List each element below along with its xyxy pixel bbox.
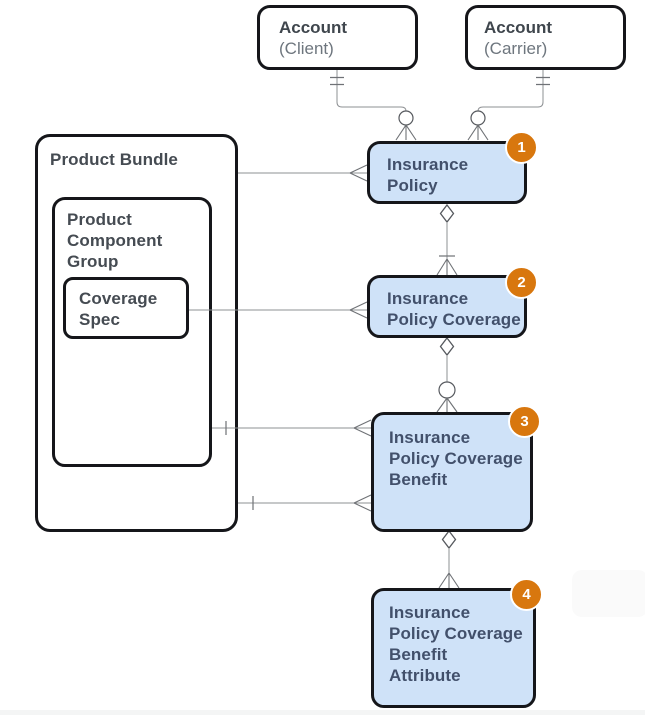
connector-policy-policycoverage bbox=[436, 203, 458, 276]
step-badge-3: 3 bbox=[508, 405, 541, 438]
entity-insurance-policy: Insurance Policy bbox=[367, 141, 527, 204]
crows-foot-icon bbox=[353, 419, 372, 437]
ghost-panel bbox=[572, 570, 645, 617]
entity-label: Coverage Spec bbox=[79, 289, 158, 329]
connector-coveragespec-policycoverage bbox=[189, 301, 368, 319]
connector-policycoverage-benefit bbox=[436, 336, 458, 413]
step-badge-2: 2 bbox=[505, 266, 538, 299]
entity-account-client: Account (Client) bbox=[257, 5, 418, 70]
connector-client-policy bbox=[330, 70, 417, 141]
one-one-ticks-icon bbox=[330, 76, 344, 86]
entity-label: Insurance Policy bbox=[387, 155, 469, 195]
connector-carrier-policy bbox=[467, 70, 550, 141]
diamond-icon bbox=[439, 336, 455, 357]
zero-circle-icon bbox=[470, 110, 486, 126]
step-badge-1: 1 bbox=[505, 131, 538, 164]
entity-subtitle: (Client) bbox=[279, 39, 334, 58]
zero-circle-icon bbox=[438, 381, 456, 399]
zero-circle-icon bbox=[398, 110, 414, 126]
entity-label: Insurance Policy Coverage Benefit bbox=[389, 428, 523, 489]
crows-foot-icon bbox=[395, 124, 417, 141]
crows-foot-icon bbox=[467, 124, 489, 141]
entity-title: Account bbox=[484, 18, 552, 37]
diamond-icon bbox=[439, 203, 455, 224]
entity-insurance-policy-coverage-benefit: Insurance Policy Coverage Benefit bbox=[371, 412, 533, 532]
entity-subtitle: (Carrier) bbox=[484, 39, 548, 58]
connector-bundle-policy bbox=[238, 164, 368, 182]
one-one-ticks-icon bbox=[536, 76, 550, 86]
crows-foot-icon bbox=[436, 258, 458, 276]
step-badge-4: 4 bbox=[510, 578, 543, 611]
entity-label: Insurance Policy Coverage Benefit Attrib… bbox=[389, 603, 523, 685]
entity-label: Insurance Policy Coverage bbox=[387, 289, 521, 329]
entity-title: Account bbox=[279, 18, 347, 37]
crows-foot-icon bbox=[349, 301, 368, 319]
entity-label: Product Bundle bbox=[50, 150, 178, 169]
entity-label: Product Component Group bbox=[67, 210, 163, 271]
crows-foot-icon bbox=[353, 494, 372, 512]
crows-foot-icon bbox=[436, 397, 458, 413]
connector-benefit-attribute bbox=[438, 529, 460, 589]
connector-componentgroup-benefit bbox=[212, 419, 372, 437]
connector-bundle-benefit bbox=[238, 494, 372, 512]
diamond-icon bbox=[441, 529, 457, 550]
entity-coverage-spec: Coverage Spec bbox=[63, 277, 189, 339]
footer-strip bbox=[0, 710, 645, 715]
entity-account-carrier: Account (Carrier) bbox=[465, 5, 626, 70]
entity-insurance-policy-coverage: Insurance Policy Coverage bbox=[367, 275, 527, 338]
entity-insurance-policy-coverage-benefit-attribute: Insurance Policy Coverage Benefit Attrib… bbox=[371, 588, 536, 708]
crows-foot-icon bbox=[438, 572, 460, 589]
crows-foot-icon bbox=[349, 164, 368, 182]
